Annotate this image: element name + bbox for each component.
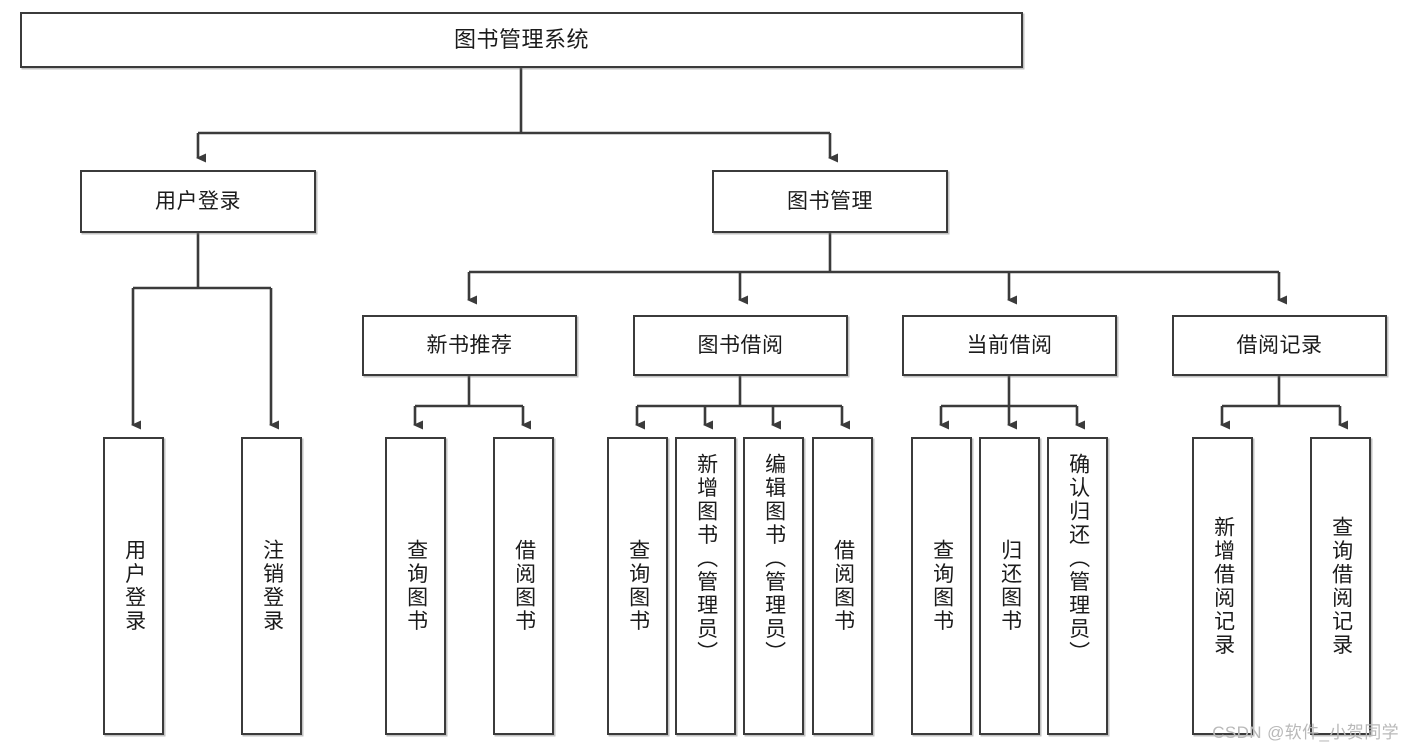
node-label: 编辑图书（管理员） <box>762 453 786 665</box>
node-leaf-return-book[interactable]: 归还图书 <box>979 437 1040 735</box>
node-label: 图书管理系统 <box>453 26 589 52</box>
node-label: 确认归还（管理员） <box>1066 453 1090 665</box>
node-leaf-add-borrow-record[interactable]: 新增借阅记录 <box>1192 437 1253 735</box>
node-label: 借阅图书 <box>512 539 536 633</box>
node-label: 用户登录 <box>155 189 241 213</box>
node-label: 查询图书 <box>404 539 428 633</box>
node-leaf-borrow-book-new[interactable]: 借阅图书 <box>493 437 554 735</box>
node-leaf-borrow-book[interactable]: 借阅图书 <box>812 437 873 735</box>
node-new-book-recommend[interactable]: 新书推荐 <box>362 315 577 376</box>
node-leaf-query-book-current[interactable]: 查询图书 <box>911 437 972 735</box>
node-borrow-record[interactable]: 借阅记录 <box>1172 315 1387 376</box>
node-leaf-user-login[interactable]: 用户登录 <box>103 437 164 735</box>
node-leaf-query-book-new[interactable]: 查询图书 <box>385 437 446 735</box>
node-label: 查询图书 <box>930 539 954 633</box>
node-label: 新增借阅记录 <box>1211 515 1235 657</box>
node-leaf-user-logout[interactable]: 注销登录 <box>241 437 302 735</box>
watermark-text: CSDN @软件_小贺同学 <box>1212 723 1399 742</box>
node-label: 图书借阅 <box>697 333 784 357</box>
node-leaf-confirm-return-admin[interactable]: 确认归还（管理员） <box>1047 437 1108 735</box>
node-label: 当前借阅 <box>966 333 1053 357</box>
node-leaf-edit-book-admin[interactable]: 编辑图书（管理员） <box>743 437 804 735</box>
node-label: 注销登录 <box>260 539 284 633</box>
node-label: 图书管理 <box>787 189 873 213</box>
node-label: 新书推荐 <box>426 333 513 357</box>
node-label: 归还图书 <box>998 539 1022 633</box>
node-label: 新增图书（管理员） <box>694 453 718 665</box>
node-label: 查询图书 <box>626 539 650 633</box>
node-leaf-add-book-admin[interactable]: 新增图书（管理员） <box>675 437 736 735</box>
node-book-borrow[interactable]: 图书借阅 <box>633 315 848 376</box>
node-label: 用户登录 <box>122 539 146 633</box>
node-root-system[interactable]: 图书管理系统 <box>20 12 1023 68</box>
node-label: 借阅图书 <box>831 539 855 633</box>
node-label: 借阅记录 <box>1236 333 1323 357</box>
node-book-management[interactable]: 图书管理 <box>712 170 948 233</box>
node-leaf-query-book-borrow[interactable]: 查询图书 <box>607 437 668 735</box>
node-user-login[interactable]: 用户登录 <box>80 170 316 233</box>
node-current-borrow[interactable]: 当前借阅 <box>902 315 1117 376</box>
node-label: 查询借阅记录 <box>1329 515 1353 657</box>
node-leaf-query-borrow-record[interactable]: 查询借阅记录 <box>1310 437 1371 735</box>
